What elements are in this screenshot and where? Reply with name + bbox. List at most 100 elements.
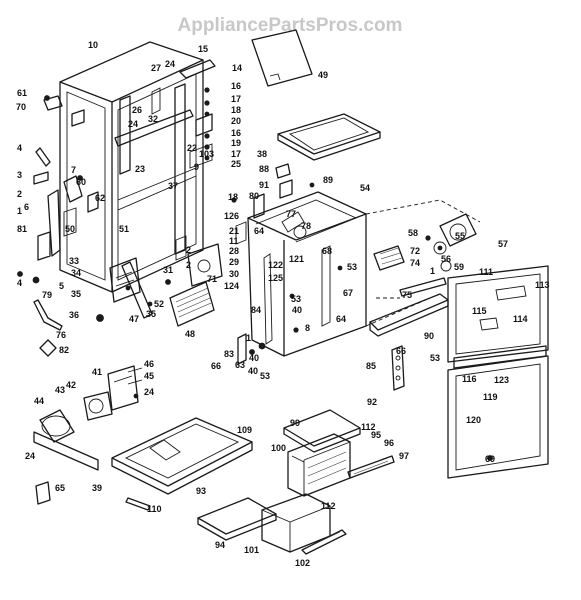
part-callout: 17: [231, 149, 241, 159]
part-callout: 25: [231, 159, 241, 169]
part-callout: 24: [165, 59, 175, 69]
part-callout: 56: [441, 254, 451, 264]
part-callout: 49: [318, 70, 328, 80]
part-callout: 110: [147, 504, 162, 514]
part-callout: 80: [249, 191, 259, 201]
part-callout: 11: [229, 236, 239, 246]
crisper-assembly: [283, 409, 395, 497]
part-callout: 76: [56, 330, 66, 340]
liner-hardware: [231, 193, 266, 365]
part-callout: 18: [228, 192, 238, 202]
part-callout: 42: [66, 380, 76, 390]
part-callout: 7: [71, 165, 76, 175]
part-callout: 14: [232, 63, 242, 73]
part-callout: 43: [55, 385, 65, 395]
part-callout: 24: [128, 119, 138, 129]
control-grille: [169, 235, 223, 327]
part-callout: 111: [479, 267, 493, 277]
lower-crisper: [197, 493, 347, 555]
part-callout: 113: [535, 280, 550, 290]
part-callout: 9: [194, 162, 199, 172]
part-callout: 109: [237, 425, 252, 435]
part-callout: 40: [292, 305, 302, 315]
part-callout: 4: [17, 143, 22, 153]
part-callout: 18: [231, 105, 241, 115]
part-callout: 30: [229, 269, 239, 279]
part-callout: 71: [207, 274, 217, 284]
part-callout: 64: [336, 314, 346, 324]
part-callout: 93: [196, 486, 206, 496]
part-callout: 37: [168, 181, 178, 191]
left-side-hardware: [33, 95, 99, 261]
part-callout: 3: [17, 170, 22, 180]
part-callout: 82: [59, 345, 69, 355]
part-callout: 29: [229, 257, 239, 267]
upper-shelf-frame: [277, 113, 381, 161]
mullion-bracket: [391, 345, 405, 391]
part-callout: 31: [163, 265, 173, 275]
part-callout: 97: [399, 451, 409, 461]
part-callout: 21: [229, 226, 239, 236]
part-callout: 2: [17, 189, 22, 199]
part-callout: 53: [347, 262, 357, 272]
part-callout: 112: [321, 501, 336, 511]
part-callout: 46: [144, 359, 154, 369]
part-callout: 77: [286, 209, 296, 219]
part-callout: 15: [198, 44, 208, 54]
part-callout: 23: [135, 164, 145, 174]
part-callout: 92: [367, 397, 377, 407]
part-callout: 63: [235, 360, 245, 370]
clips-88-91: [275, 163, 315, 199]
evaporator-fan: [373, 213, 477, 272]
part-callout: 62: [95, 193, 105, 203]
part-callout: 112: [361, 422, 376, 432]
top-hinge: [179, 59, 216, 169]
part-callout: 22: [187, 143, 197, 153]
part-callout: 89: [323, 175, 333, 185]
part-callout: 45: [144, 371, 154, 381]
part-callout: 90: [424, 331, 434, 341]
part-callout: 6: [24, 202, 29, 212]
part-callout: 114: [513, 314, 528, 324]
part-callout: 32: [148, 114, 158, 124]
part-callout: 2: [186, 245, 191, 255]
part-callout: 65: [55, 483, 65, 493]
part-callout: 120: [466, 415, 481, 425]
part-callout: 99: [290, 418, 300, 428]
part-callout: 28: [229, 246, 239, 256]
part-callout: 53: [430, 353, 440, 363]
part-callout: 26: [132, 105, 142, 115]
part-callout: 8: [305, 323, 310, 333]
part-callout: 50: [65, 224, 75, 234]
part-callout: 123: [494, 375, 509, 385]
part-callout: 24: [144, 387, 154, 397]
part-callout: 20: [231, 116, 241, 126]
part-callout: 35: [146, 309, 156, 319]
part-callout: 17: [231, 94, 241, 104]
part-callout: 119: [483, 392, 498, 402]
part-callout: 38: [257, 149, 267, 159]
part-callout: 103: [199, 149, 214, 159]
door-gasket-frames: [447, 265, 549, 479]
freezer-liner: [247, 191, 367, 357]
part-callout: 121: [289, 254, 304, 264]
part-callout: 47: [129, 314, 139, 324]
part-callout: 126: [224, 211, 239, 221]
part-callout: 10: [88, 40, 98, 50]
part-callout: 70: [16, 102, 26, 112]
part-callout: 40: [248, 366, 258, 376]
part-callout: 44: [34, 396, 44, 406]
part-callout: 27: [151, 63, 161, 73]
part-callout: 41: [92, 367, 102, 377]
part-callout: 66: [396, 346, 406, 356]
part-callout: 96: [384, 438, 394, 448]
part-callout: 55: [455, 231, 465, 241]
part-callout: 101: [244, 545, 259, 555]
part-callout: 91: [259, 180, 269, 190]
part-callout: 115: [472, 306, 487, 316]
part-callout: 51: [119, 224, 129, 234]
part-callout: 94: [215, 540, 225, 550]
part-callout: 88: [259, 164, 269, 174]
part-callout: 33: [69, 256, 79, 266]
